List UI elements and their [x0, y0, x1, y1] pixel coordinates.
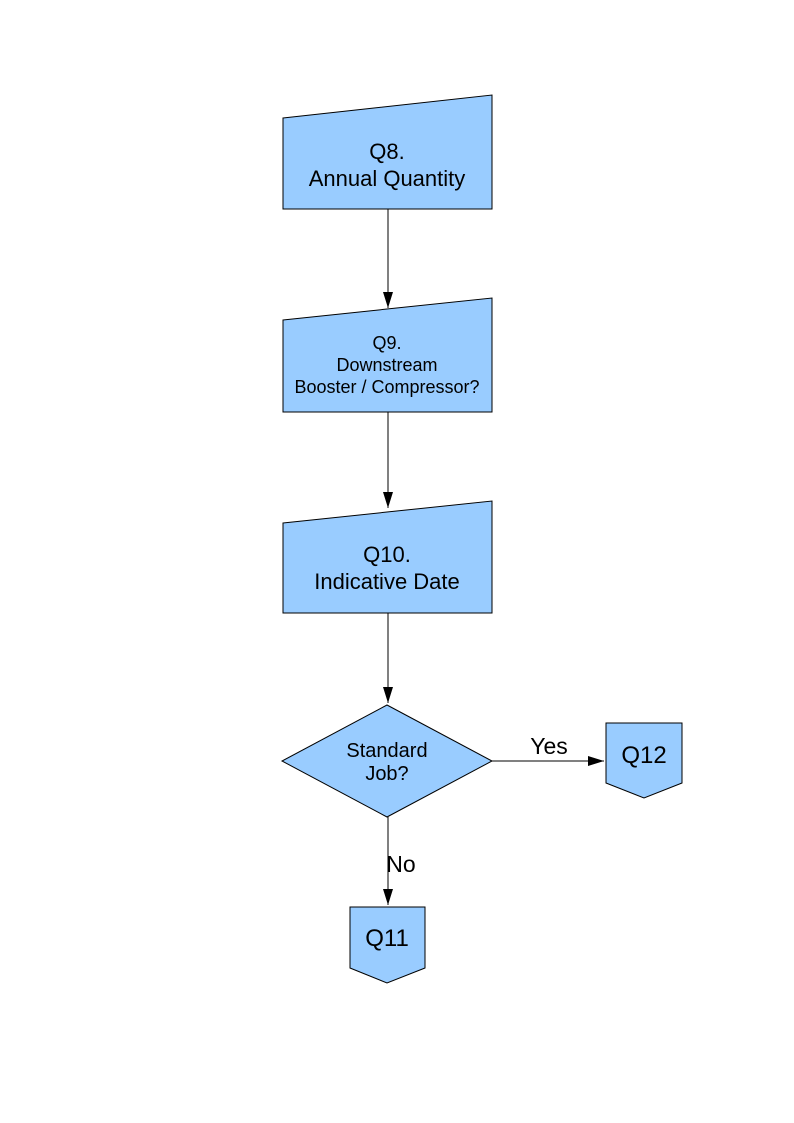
connector-q11-label: Q11: [365, 925, 409, 952]
node-q10-shape: [282, 500, 493, 614]
node-q10-label-line2: Indicative Date: [314, 569, 460, 594]
edges-group: [383, 209, 604, 905]
node-q8-label-line1: Q8.: [369, 139, 404, 164]
connector-q12-shape: [605, 722, 683, 799]
decision-standard-job-shape: [280, 704, 494, 818]
node-q9-label-line1: Q9.: [372, 333, 401, 353]
connector-q12-label: Q12: [621, 742, 666, 769]
node-q8-label-line2: Annual Quantity: [309, 166, 466, 191]
node-q9-shape: [282, 297, 493, 413]
node-q8-shape: [282, 94, 493, 210]
decision-label-line2: Job?: [365, 763, 408, 785]
nodes-group: Q8. Annual Quantity Q9. Downstream Boost…: [280, 94, 683, 984]
node-q9-label-line2: Downstream: [336, 355, 437, 375]
connector-q11-shape: [349, 906, 426, 984]
node-q10-label-line1: Q10.: [363, 542, 411, 567]
decision-label-line1: Standard: [346, 740, 427, 762]
node-q9-label-line3: Booster / Compressor?: [294, 377, 479, 397]
edge-label-yes: Yes: [530, 733, 568, 759]
edge-labels-group: Yes No: [386, 733, 567, 877]
edge-label-no: No: [386, 851, 415, 877]
